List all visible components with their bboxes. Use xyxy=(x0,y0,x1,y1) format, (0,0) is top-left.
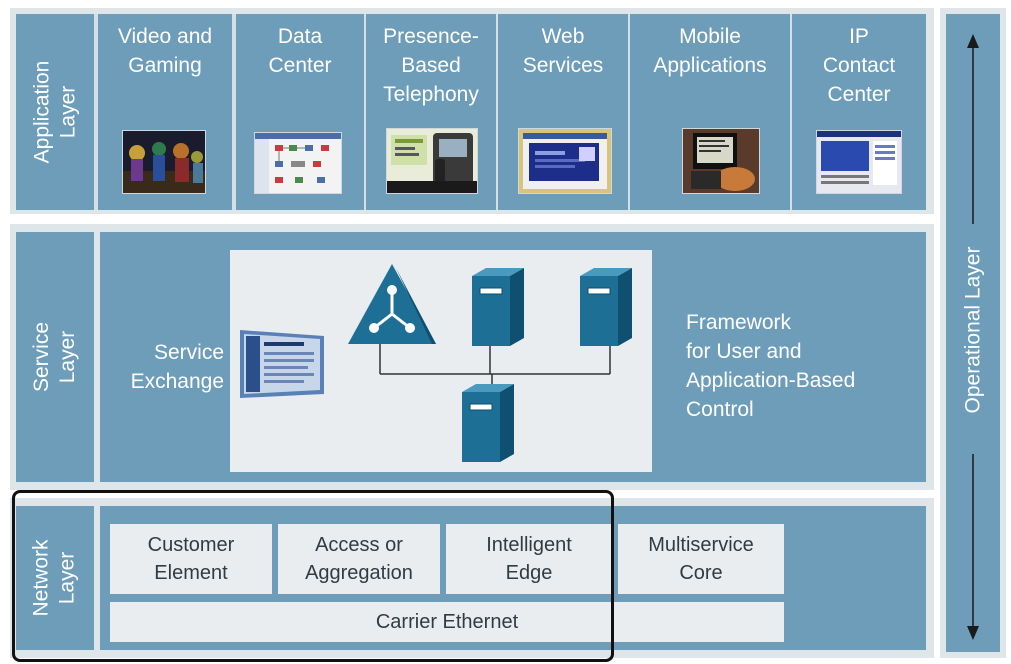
app-ip-contact-center: IP Contact Center xyxy=(792,14,926,210)
app-video-gaming: Video and Gaming xyxy=(98,14,232,210)
ip-phone-thumbnail xyxy=(386,128,478,194)
app-data-center: Data Center xyxy=(236,14,364,210)
portal-screenshot xyxy=(240,330,324,398)
multiservice-core-box: Multiservice Core xyxy=(618,524,784,594)
customer-element-box: Customer Element xyxy=(110,524,272,594)
operational-layer-label-wrap: Operational Layer xyxy=(946,230,1000,430)
carrier-ethernet-bar: Carrier Ethernet xyxy=(110,602,784,642)
operational-layer-label: Operational Layer xyxy=(961,246,984,414)
arrow-down-icon xyxy=(967,626,979,640)
highlight-outline xyxy=(12,490,614,662)
contact-center-thumbnail xyxy=(816,130,902,194)
server-icon xyxy=(462,384,514,462)
app-presence-telephony: Presence- Based Telephony xyxy=(366,14,496,210)
separator xyxy=(232,14,236,210)
separator xyxy=(94,14,98,210)
separator xyxy=(628,14,630,210)
app-mobile-applications: Mobile Applications xyxy=(630,14,790,210)
service-triangle-icon xyxy=(348,264,436,344)
web-services-thumbnail xyxy=(518,128,612,194)
application-layer-label: Application Layer xyxy=(16,14,94,210)
operational-arrow xyxy=(967,34,979,640)
mobile-device-thumbnail xyxy=(682,128,760,194)
framework-description: Framework for User and Application-Based… xyxy=(686,311,856,421)
arrow-up-icon xyxy=(967,34,979,48)
server-icon xyxy=(580,268,632,346)
network-layer-label: Network Layer xyxy=(16,506,94,650)
intelligent-edge-box: Intelligent Edge xyxy=(446,524,612,594)
service-exchange-label: Service Exchange xyxy=(130,341,224,393)
separator xyxy=(364,14,366,210)
separator xyxy=(496,14,498,210)
service-layer-label: Service Layer xyxy=(16,232,94,482)
video-gaming-thumbnail xyxy=(122,130,206,194)
separator xyxy=(790,14,792,210)
server-icon xyxy=(472,268,524,346)
access-aggregation-box: Access or Aggregation xyxy=(278,524,440,594)
app-web-services: Web Services xyxy=(498,14,628,210)
data-center-thumbnail xyxy=(254,132,342,194)
